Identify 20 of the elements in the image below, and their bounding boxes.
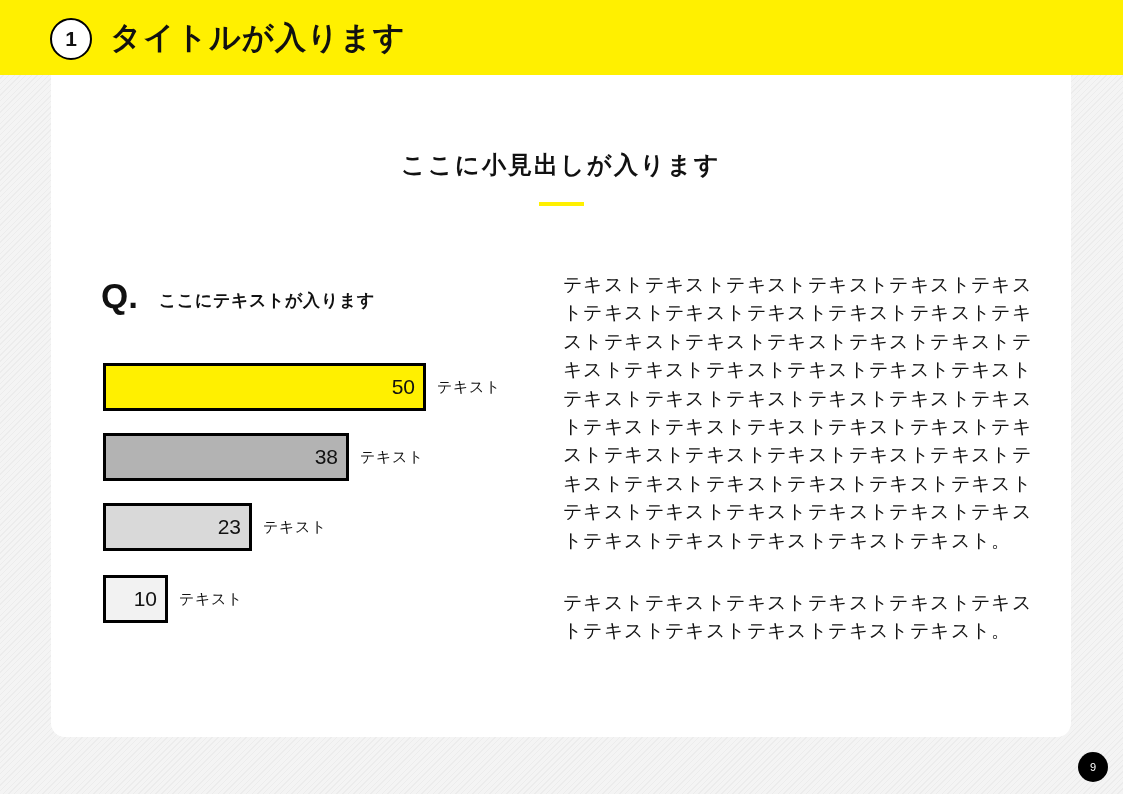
question-mark: Q. [101, 275, 138, 317]
bar [103, 433, 349, 481]
bar-label: テキスト [360, 447, 424, 468]
bar-label: テキスト [263, 517, 327, 538]
number-badge: 1 [50, 18, 92, 60]
value-label: 50 [391, 374, 415, 400]
value-label: 38 [314, 444, 338, 470]
value-label: 10 [133, 586, 157, 612]
bar [103, 503, 252, 551]
bar-label: テキスト [437, 377, 501, 398]
bar-label: テキスト [179, 589, 243, 610]
subheading: ここに小見出しが入ります [400, 150, 722, 181]
page-title: タイトルが入ります [110, 18, 406, 57]
paragraph: テキストテキストテキストテキストテキストテキストテキストテキストテキストテキストテキスト。 [563, 590, 1034, 644]
question-text: ここにテキストが入ります [159, 289, 375, 312]
page-number: 9 [1078, 752, 1108, 782]
paragraph: テキストテキストテキストテキストテキストテキストテキストテキストテキストテキストテキストテキストテキストテキストテキストテキストテキストテキストテキストテキストテキストテキストテキストテキストテキストテキストテキストテキストテキストテキストテキストテキストテキストテキストテキストテキストテキストテキストテキストテキストテキストテキストテキストテキストテキストテキストテキストテキストテキストテキストテキストテキストテキストテキストテキストテキストテキスト。 [563, 272, 1034, 553]
bar [103, 575, 168, 623]
bar [103, 363, 426, 411]
value-label: 23 [217, 514, 241, 540]
